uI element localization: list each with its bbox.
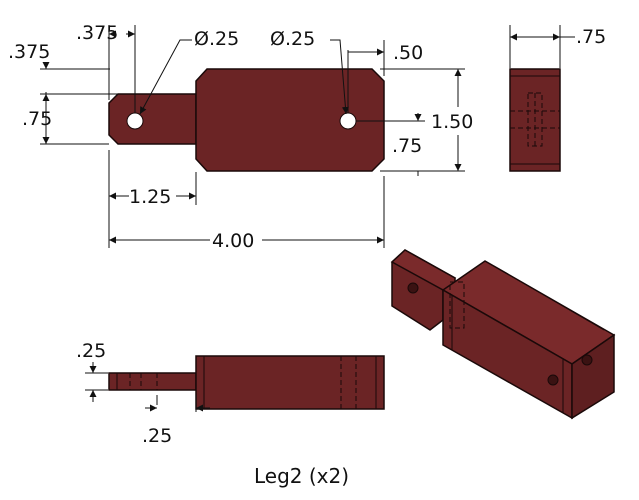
isometric-view [390,249,616,420]
dim-front-thickness-top: .25 [76,340,106,362]
block-outline [195,68,385,172]
dim-overall-length: 4.00 [212,230,254,252]
front-view [108,355,385,410]
side-view-dimension-lines [509,25,575,68]
top-view-dimension-lines [40,25,465,248]
iso-hole-front [547,374,559,386]
dim-front-thickness-bottom: .25 [142,425,172,447]
side-view [509,68,561,172]
dim-tab-length: 1.25 [129,186,171,208]
top-view [108,68,385,172]
dim-hole-from-bottom: .75 [392,135,422,157]
dim-overall-height: 1.50 [431,111,473,133]
dim-edge-to-hole: .50 [393,42,423,64]
dim-hole-diameter-left: Ø.25 [194,28,239,50]
hole-right [339,112,357,130]
dim-hole-offset-y: .375 [8,41,50,63]
dim-hole-offset-x: .375 [76,22,118,44]
tab-outline [108,93,197,145]
part-caption: Leg2 (x2) [254,464,349,488]
dim-tab-height: .75 [22,108,52,130]
iso-hole-left [407,282,419,294]
iso-hole-side [581,354,593,366]
front-view-dimension-lines [85,362,210,412]
dim-hole-diameter-right: Ø.25 [270,28,315,50]
hole-left [126,112,144,130]
dim-side-width: .75 [576,26,606,48]
